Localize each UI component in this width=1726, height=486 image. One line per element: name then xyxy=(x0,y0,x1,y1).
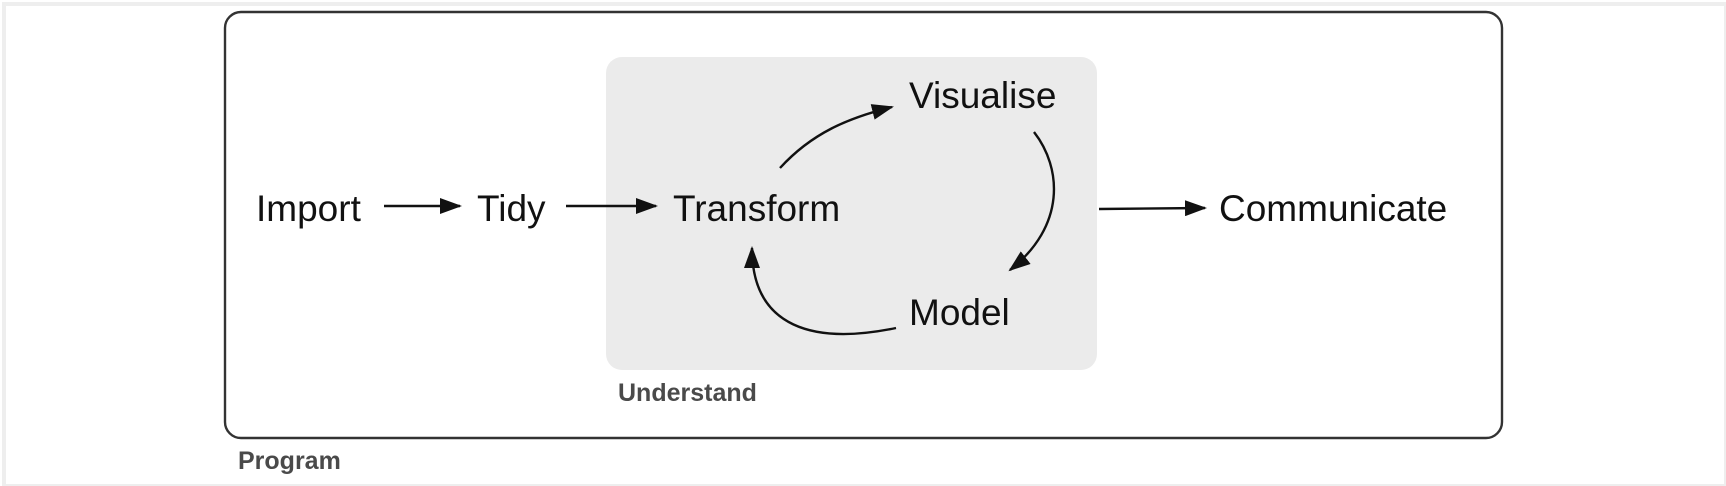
arrow-visualise-to-model xyxy=(1008,131,1056,272)
node-transform: Transform xyxy=(673,188,840,229)
understand-label: Understand xyxy=(618,379,757,407)
program-label: Program xyxy=(238,447,341,475)
node-tidy: Tidy xyxy=(477,188,546,229)
arrow-model-to-transform xyxy=(744,246,897,336)
node-import: Import xyxy=(256,188,362,229)
arrow-transform-to-visualise xyxy=(779,104,894,169)
program-box xyxy=(223,10,1504,440)
node-communicate: Communicate xyxy=(1219,188,1447,229)
understand-box xyxy=(606,57,1097,370)
node-visualise: Visualise xyxy=(909,75,1056,116)
arrow-understand-to-communicate xyxy=(1098,200,1207,217)
node-model: Model xyxy=(909,292,1010,333)
